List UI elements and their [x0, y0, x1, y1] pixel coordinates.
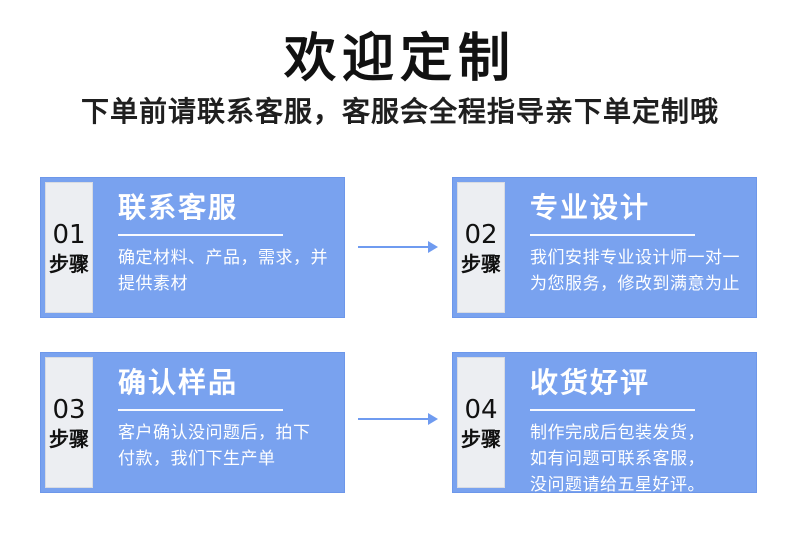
step-title: 专业设计 — [530, 191, 651, 224]
step-content: 联系客服 确定材料、产品，需求，并 提供素材 — [93, 178, 344, 317]
step-number: 02 — [464, 219, 498, 250]
step-label: 步骤 — [49, 426, 89, 451]
step-card-1: 01 步骤 联系客服 确定材料、产品，需求，并 提供素材 — [40, 177, 345, 318]
step-card-4: 04 步骤 收货好评 制作完成后包装发货， 如有问题可联系客服， 没问题请给五星… — [452, 352, 757, 495]
step-side-panel: 03 步骤 — [45, 357, 93, 488]
arrow-head — [428, 413, 438, 425]
right-arrow-icon — [358, 412, 438, 426]
arrow-line — [358, 418, 428, 420]
step-number: 04 — [464, 394, 498, 425]
step-card-3: 03 步骤 确认样品 客户确认没问题后，拍下 付款，我们下生产单 — [40, 352, 345, 493]
title-underline-divider — [118, 408, 283, 411]
step-label: 步骤 — [461, 251, 501, 276]
step-label: 步骤 — [461, 426, 501, 451]
step-content: 确认样品 客户确认没问题后，拍下 付款，我们下生产单 — [93, 353, 344, 492]
step-title: 收货好评 — [530, 366, 651, 399]
step-number: 01 — [52, 219, 86, 250]
step-title: 联系客服 — [118, 191, 239, 224]
step-description: 我们安排专业设计师一对一 为您服务，修改到满意为止 — [530, 247, 740, 294]
step-description: 客户确认没问题后，拍下 付款，我们下生产单 — [118, 422, 311, 469]
step-side-panel: 01 步骤 — [45, 182, 93, 313]
title-underline-divider — [530, 408, 695, 411]
step-number: 03 — [52, 394, 86, 425]
step-description: 确定材料、产品，需求，并 提供素材 — [118, 247, 328, 294]
page-title: 欢迎定制 — [283, 29, 516, 89]
arrow-line — [358, 246, 428, 248]
title-underline-divider — [530, 233, 695, 236]
title-underline-divider — [118, 233, 283, 236]
step-card-2: 02 步骤 专业设计 我们安排专业设计师一对一 为您服务，修改到满意为止 — [452, 177, 757, 318]
page-subtitle: 下单前请联系客服，客服会全程指导亲下单定制哦 — [80, 95, 719, 128]
step-title: 确认样品 — [118, 366, 239, 399]
step-side-panel: 04 步骤 — [457, 357, 505, 488]
step-side-panel: 02 步骤 — [457, 182, 505, 313]
right-arrow-icon — [358, 240, 438, 254]
step-content: 收货好评 制作完成后包装发货， 如有问题可联系客服， 没问题请给五星好评。 — [505, 353, 756, 495]
step-description: 制作完成后包装发货， 如有问题可联系客服， 没问题请给五星好评。 — [530, 422, 705, 496]
step-label: 步骤 — [49, 251, 89, 276]
step-content: 专业设计 我们安排专业设计师一对一 为您服务，修改到满意为止 — [505, 178, 756, 317]
arrow-head — [428, 241, 438, 253]
